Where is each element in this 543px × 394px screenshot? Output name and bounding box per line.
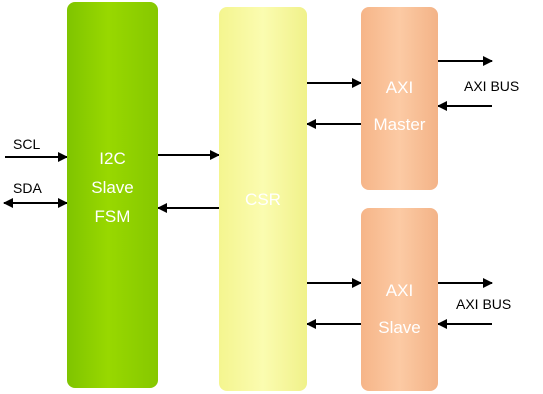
axi-master-label-line1: AXI <box>385 78 414 97</box>
fsm-label-line3: FSM <box>94 207 131 226</box>
axi-slave-block: AXI Slave <box>361 208 438 391</box>
axi-bus-slave-label: AXI BUS <box>456 296 512 312</box>
scl-label: SCL <box>13 136 41 152</box>
axi-master-label-line2: Master <box>373 115 426 134</box>
csr-block: CSR <box>219 7 307 391</box>
axi-master-block: AXI Master <box>361 7 438 190</box>
csr-label: CSR <box>245 189 281 209</box>
i2c-slave-fsm-block: I2C Slave FSM <box>67 2 158 388</box>
fsm-label-line1: I2C <box>99 149 126 168</box>
axi-slave-label-line1: AXI <box>385 281 414 300</box>
sda-label: SDA <box>13 180 42 196</box>
fsm-label-line2: Slave <box>91 178 134 197</box>
axi-bus-master-label: AXI BUS <box>464 78 520 94</box>
axi-slave-label-line2: Slave <box>378 318 421 337</box>
